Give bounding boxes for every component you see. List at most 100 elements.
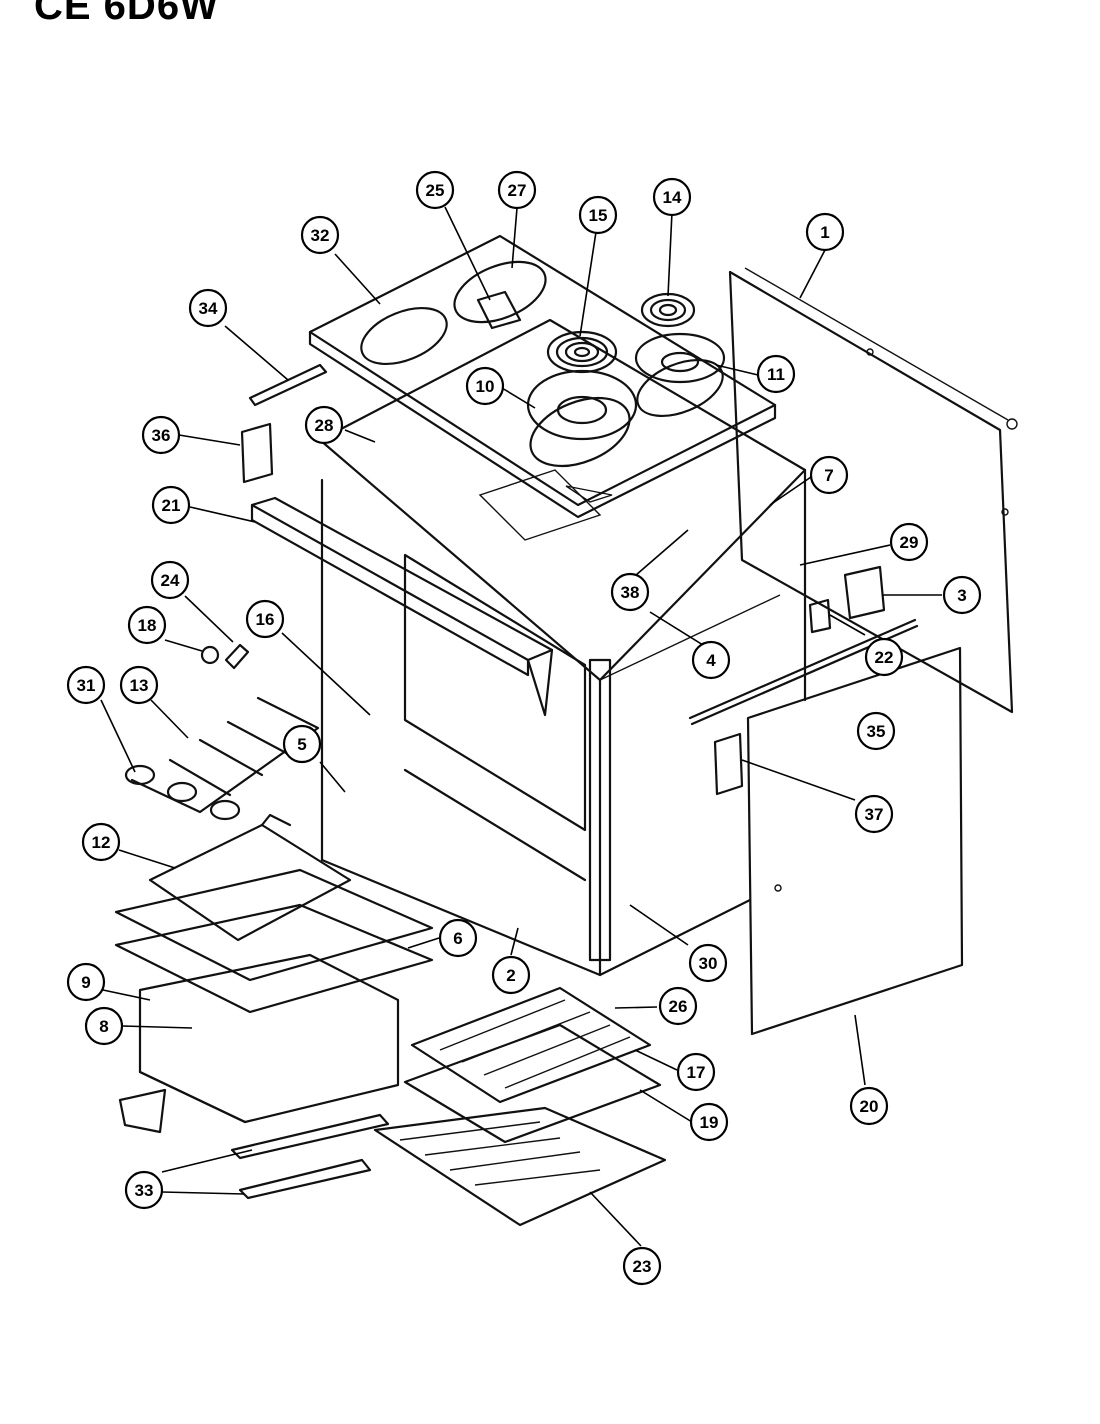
callout-31: 31 [66,665,106,705]
callout-23: 23 [622,1246,662,1286]
broil-element [148,813,352,942]
control-panel [250,496,554,717]
callout-28: 28 [304,405,344,445]
diagram-title: CE 6D6W [34,0,219,28]
svg-text:4: 4 [706,651,716,670]
callout-27: 27 [497,170,537,210]
side-panel-left [746,646,964,1036]
svg-text:14: 14 [663,188,682,207]
element-receptacle [476,290,522,330]
svg-text:3: 3 [957,586,966,605]
svg-text:13: 13 [130,676,149,695]
callout-9: 9 [66,962,106,1002]
svg-text:30: 30 [699,954,718,973]
svg-text:19: 19 [700,1113,719,1132]
callout-17: 17 [676,1052,716,1092]
callout-35: 35 [856,711,896,751]
callout-25: 25 [415,170,455,210]
cooktop [308,234,777,519]
svg-text:33: 33 [135,1181,154,1200]
svg-text:16: 16 [256,610,275,629]
callout-8: 8 [84,1006,124,1046]
callout-15: 15 [578,195,618,235]
svg-text:21: 21 [162,496,181,515]
callout-13: 13 [119,665,159,705]
trim-bracket-left [240,422,274,484]
callout-38: 38 [610,572,650,612]
callout-2: 2 [491,955,531,995]
callout-5: 5 [282,724,322,764]
surface-element-large [546,330,618,374]
callout-10: 10 [465,366,505,406]
callout-30: 30 [688,943,728,983]
terminal-block [808,565,886,634]
svg-text:9: 9 [81,973,90,992]
svg-text:6: 6 [453,929,462,948]
surface-element-small [640,292,696,328]
trim-bracket-right [713,732,744,796]
callout-3: 3 [942,575,982,615]
svg-text:34: 34 [199,299,218,318]
svg-text:15: 15 [589,206,608,225]
svg-text:24: 24 [161,571,180,590]
svg-text:10: 10 [476,377,495,396]
svg-text:38: 38 [621,583,640,602]
bake-element [124,696,320,821]
svg-text:25: 25 [426,181,445,200]
svg-text:31: 31 [77,676,96,695]
svg-text:22: 22 [875,648,894,667]
callout-19: 19 [689,1102,729,1142]
svg-text:32: 32 [311,226,330,245]
callout-12: 12 [81,822,121,862]
callout-26: 26 [658,986,698,1026]
callout-7: 7 [809,455,849,495]
svg-text:28: 28 [315,416,334,435]
callout-6: 6 [438,918,478,958]
callout-34: 34 [188,288,228,328]
svg-text:11: 11 [767,365,785,384]
callout-21: 21 [151,485,191,525]
callout-24: 24 [150,560,190,600]
broiler-insert [410,986,652,1104]
oven-rack [373,1106,667,1227]
callout-33: 33 [124,1170,164,1210]
callout-14: 14 [652,177,692,217]
callout-18: 18 [127,605,167,645]
drawer-assembly [114,868,434,1134]
svg-text:17: 17 [687,1063,706,1082]
svg-text:1: 1 [820,223,829,242]
svg-text:7: 7 [824,466,833,485]
callout-leaders [100,206,942,1247]
svg-text:27: 27 [508,181,527,200]
drip-bowl-small [634,332,726,384]
broiler-pan [403,1023,662,1144]
callout-22: 22 [864,637,904,677]
svg-text:2: 2 [506,966,515,985]
oven-lamp [200,643,250,670]
svg-text:23: 23 [633,1257,652,1276]
svg-text:29: 29 [900,533,919,552]
top-trim-rail [248,363,328,407]
drawer-slide [230,1113,390,1200]
callout-20: 20 [849,1086,889,1126]
callout-32: 32 [300,215,340,255]
callout-11: 11 [756,354,796,394]
svg-text:37: 37 [865,805,884,824]
svg-text:12: 12 [92,833,111,852]
callout-37: 37 [854,794,894,834]
svg-text:8: 8 [99,1017,108,1036]
svg-text:35: 35 [867,722,886,741]
range-body [318,318,807,977]
callout-4: 4 [691,640,731,680]
svg-text:36: 36 [152,426,171,445]
callout-29: 29 [889,522,929,562]
svg-text:18: 18 [138,616,157,635]
callout-36: 36 [141,415,181,455]
svg-text:26: 26 [669,997,688,1016]
drip-bowl-large [526,369,638,441]
callout-16: 16 [245,599,285,639]
side-panel-right [728,267,1018,714]
svg-text:5: 5 [297,735,306,754]
callout-1: 1 [805,212,845,252]
